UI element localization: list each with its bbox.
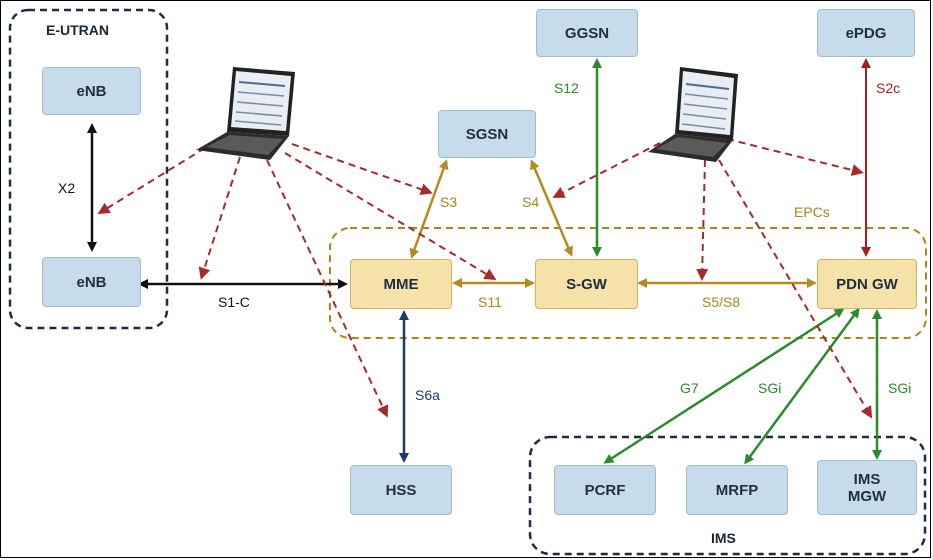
s5s8-label: S5/S8 [702,294,741,310]
dashed-link-to-s6a [266,159,389,418]
x2-label: X2 [58,180,76,196]
pdn-gw-node[interactable]: PDN GW [817,259,917,309]
g7-label: G7 [680,380,699,396]
s2c-label: S2c [876,80,901,96]
hss-node[interactable]: HSS [350,465,452,515]
dashed-link-to-s4 [552,142,661,198]
epdg-node[interactable]: ePDG [817,9,915,57]
sgi-mrfp-label: SGi [758,380,782,396]
s4-link [530,159,573,257]
ggsn-node[interactable]: GGSN [536,9,638,57]
s6a-label: S6a [415,387,440,403]
s4-label: S4 [522,194,540,210]
ims-group-label: IMS [711,530,736,546]
enb-bottom-node[interactable]: eNB [42,257,141,307]
pcrf-node[interactable]: PCRF [554,465,656,515]
dashed-link-to-s11 [284,152,497,281]
mme-node[interactable]: MME [350,259,452,309]
s11-label: S11 [478,294,502,310]
laptop-analyzer-icon [196,67,295,160]
laptop-analyzer-icon [648,67,738,162]
dashed-link-to-s5s8 [696,159,709,281]
sgi-imsmgw-label: SGi [888,380,912,396]
s3-label: S3 [440,194,458,210]
dashed-link-to-s2c [726,138,864,176]
mrfp-node[interactable]: MRFP [686,465,788,515]
sgsn-node[interactable]: SGSN [438,110,536,158]
dashed-link-to-s3 [291,143,433,196]
dashed-link-to-sgi [718,159,873,419]
g7-link [603,308,845,464]
ims-group-box [528,435,927,556]
s3-link [409,159,449,259]
eutran-group-label: E-UTRAN [46,22,109,38]
left-analyzer-dashed-links [97,143,497,418]
right-analyzer-dashed-links [552,138,873,419]
epcs-group-label: EPCs [794,204,830,220]
s1c-label: S1-C [218,294,250,310]
s12-label: S12 [554,80,579,96]
eutran-group-box [8,8,169,330]
sgi-mrfp-link [744,307,860,465]
ims-mgw-node[interactable]: IMS MGW [817,460,917,515]
sgw-node[interactable]: S-GW [535,259,638,309]
enb-top-node[interactable]: eNB [42,67,141,115]
dashed-link-to-s1c [198,156,241,280]
dashed-link-to-x2 [97,147,206,215]
